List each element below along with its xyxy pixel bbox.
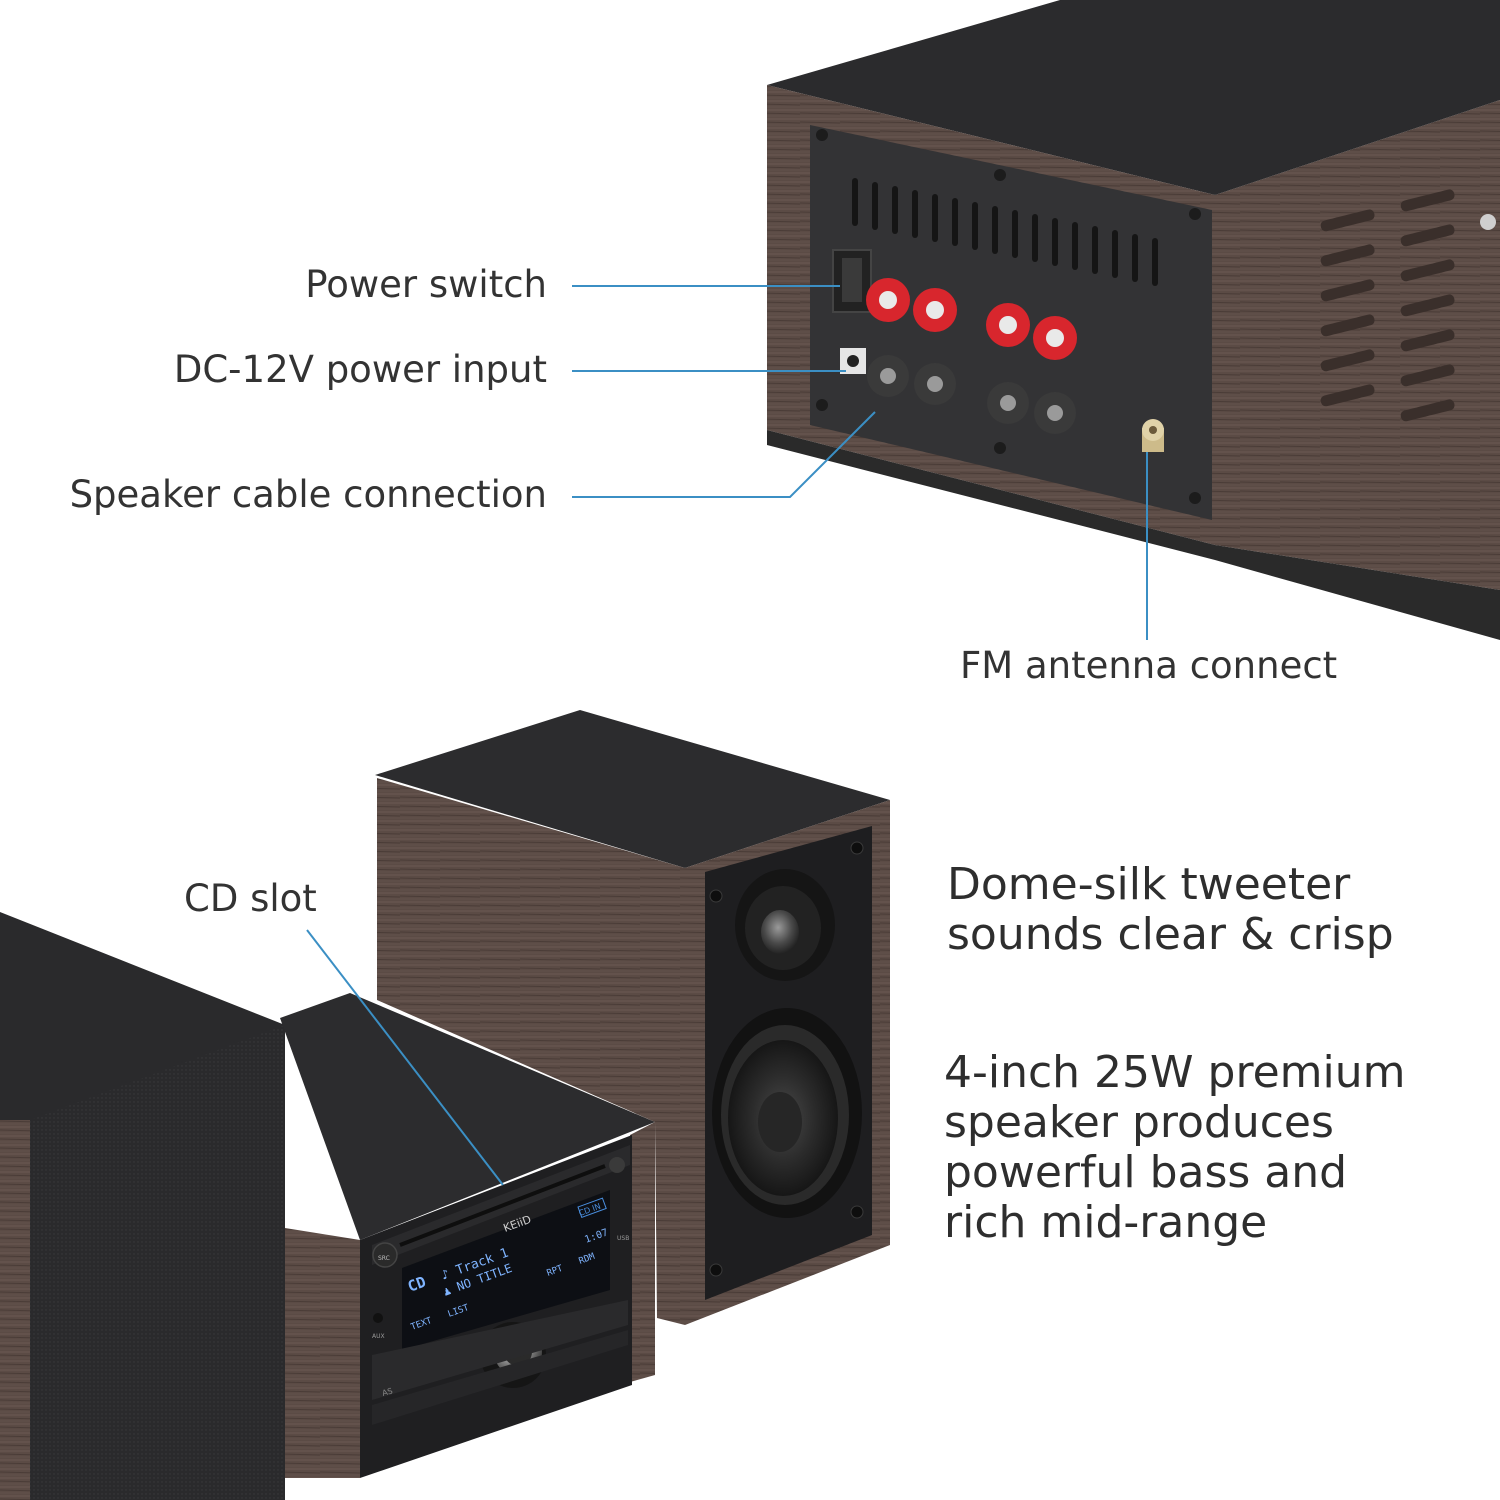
device-aux: AUX [372,1333,385,1340]
feature-tweeter-line2: sounds clear & crisp [947,909,1394,960]
callout-fm-antenna: FM antenna connect [960,644,1338,687]
feature-woofer-line1: 4-inch 25W premium [944,1047,1406,1098]
callout-lines-top [572,285,1148,640]
device-as: AS [381,1386,394,1398]
cd-receiver [280,978,655,1478]
callout-speaker-cable: Speaker cable connection [69,473,547,516]
callout-dc-input: DC-12V power input [173,348,547,391]
feature-tweeter-line1: Dome-silk tweeter [947,859,1351,910]
callout-power-switch: Power switch [305,263,547,306]
rear-unit [767,0,1500,640]
device-src: SRC [378,1255,390,1262]
feature-woofer-line3: powerful bass and [944,1147,1348,1198]
right-speaker [375,710,890,1325]
feature-woofer: 4-inch 25W premium speaker produces powe… [944,1048,1405,1248]
callout-line-cd [306,929,504,1186]
tweeter [735,869,835,981]
feature-woofer-line2: speaker produces [944,1097,1334,1148]
callout-cd-slot: CD slot [184,877,317,920]
feature-tweeter: Dome-silk tweeter sounds clear & crisp [947,860,1394,960]
left-speaker [0,912,285,1500]
device-usb: USB [617,1235,629,1242]
woofer [712,1008,862,1218]
feature-woofer-line4: rich mid-range [944,1197,1268,1248]
device-source: CD [405,1273,428,1296]
